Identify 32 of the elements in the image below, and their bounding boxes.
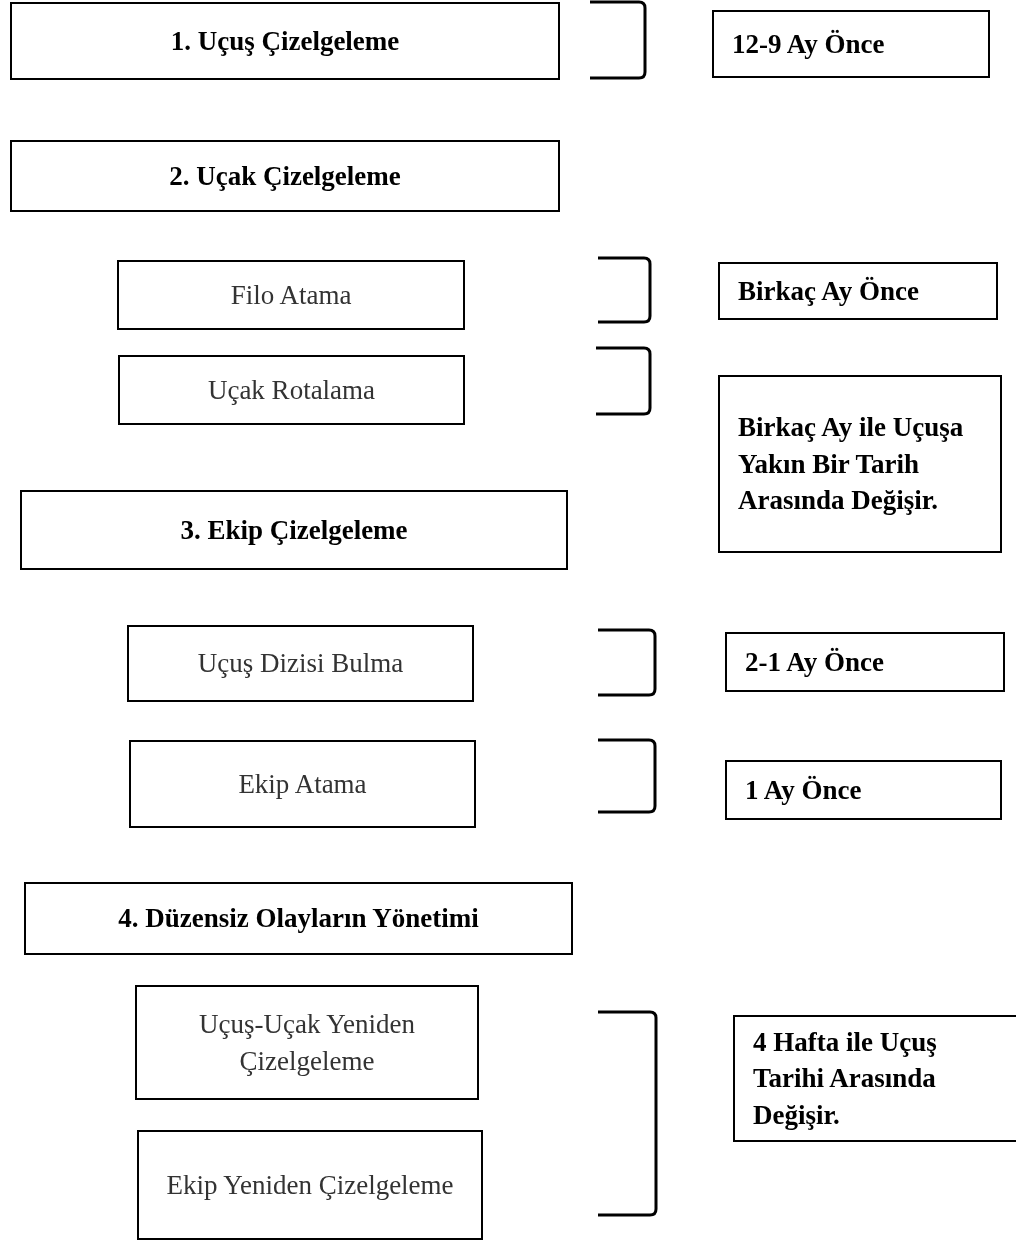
process-box — [129, 740, 476, 828]
box-label: 3. Ekip Çizelgeleme — [179, 513, 409, 547]
timing-text: 4 Hafta ile Uçuş Tarihi Arasında Değişir. — [752, 1025, 938, 1132]
timing-box — [718, 375, 1002, 553]
box-label: 4. Düzensiz Olayların Yönetimi — [117, 902, 480, 936]
box-label: 1. Uçuş Çizelgeleme — [169, 24, 401, 58]
process-box — [135, 985, 479, 1100]
timing-box — [718, 262, 998, 320]
box-label: Uçuş Dizisi Bulma — [196, 647, 405, 681]
timing-text: Birkaç Ay ile Uçuşa Yakın Bir Tarih Arasında Değişir. — [737, 411, 965, 518]
box-label: Uçak Rotalama — [206, 373, 377, 407]
process-box — [118, 355, 465, 425]
timing-box — [725, 760, 1002, 820]
box-label: Ekip Yeniden Çizelgeleme — [165, 1168, 455, 1202]
box-label: Filo Atama — [229, 278, 353, 312]
timing-box — [733, 1015, 1016, 1142]
timing-text: 1 Ay Önce — [744, 773, 863, 807]
box-label: Ekip Atama — [237, 767, 368, 801]
section-box — [10, 140, 560, 212]
timing-text: Birkaç Ay Önce — [737, 274, 920, 308]
timing-text: 2-1 Ay Önce — [744, 645, 885, 679]
section-box — [24, 882, 573, 955]
section-box — [10, 2, 560, 80]
section-box — [20, 490, 568, 570]
timing-box — [712, 10, 990, 78]
timing-text: 12-9 Ay Önce — [731, 27, 886, 61]
timing-box — [725, 632, 1005, 692]
process-box — [117, 260, 465, 330]
process-box — [137, 1130, 483, 1240]
box-label: 2. Uçak Çizelgeleme — [168, 159, 402, 193]
process-box — [127, 625, 474, 702]
box-label: Uçuş-Uçak Yeniden Çizelgeleme — [198, 1008, 416, 1078]
